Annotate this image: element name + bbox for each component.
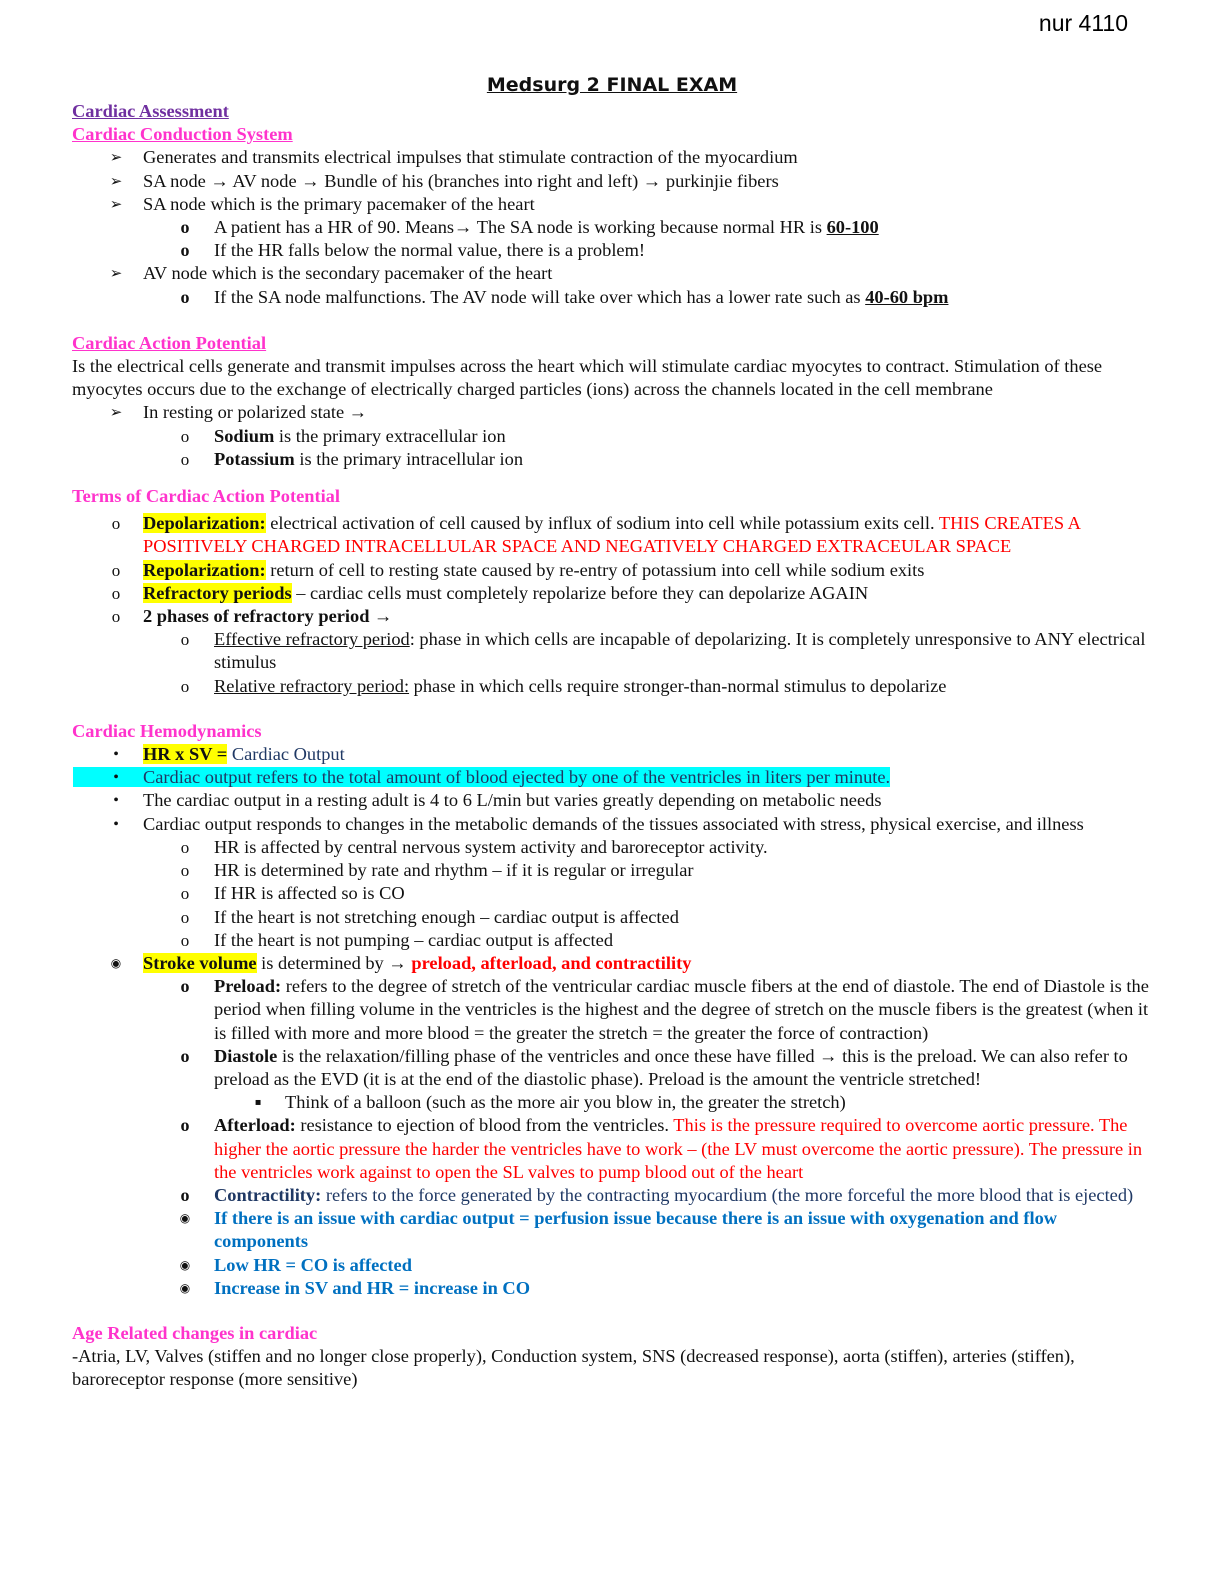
circle-bullet-icon: o: [180, 286, 190, 307]
dot-bullet-icon: •: [113, 792, 119, 810]
list-item: ➢SA node which is the primary pacemaker …: [72, 193, 1152, 216]
circle-bullet-icon: o: [180, 861, 190, 881]
circle-bullet-icon: o: [180, 1045, 190, 1066]
circle-bullet-icon: o: [180, 676, 190, 696]
list-item: ➢Generates and transmits electrical impu…: [72, 146, 1152, 169]
heading-conduction-system: Cardiac Conduction System: [72, 124, 293, 145]
document-body: Cardiac Assessment Cardiac Conduction Sy…: [72, 100, 1152, 1392]
arrow-bullet-icon: ➢: [109, 171, 123, 190]
arrow-bullet-icon: ➢: [109, 194, 123, 213]
ring-bullet-icon: ◉: [179, 1280, 191, 1295]
list-item: ◉Stroke volume is determined by → preloa…: [72, 952, 1152, 975]
av-rate-value: 40-60 bpm: [865, 286, 949, 307]
list-item: ◉Low HR = CO is affected: [72, 1254, 1152, 1277]
circle-bullet-icon: o: [180, 630, 190, 650]
normal-hr-value: 60-100: [826, 217, 879, 238]
course-code: nur 4110: [1038, 10, 1128, 36]
heading-cardiac-assessment: Cardiac Assessment: [72, 101, 229, 121]
ring-bullet-icon: ◉: [179, 1211, 191, 1226]
list-item: ◉Increase in SV and HR = increase in CO: [72, 1277, 1152, 1300]
circle-bullet-icon: o: [180, 907, 190, 927]
heading-action-potential: Cardiac Action Potential: [72, 332, 267, 353]
circle-bullet-icon: o: [111, 607, 121, 627]
document-title: Medsurg 2 FINAL EXAM: [486, 74, 738, 96]
circle-bullet-icon: o: [180, 930, 190, 950]
paragraph: -Atria, LV, Valves (stiffen and no longe…: [72, 1346, 1075, 1390]
list-item: ➢AV node which is the secondary pacemake…: [72, 262, 1152, 285]
ring-bullet-icon: ◉: [110, 955, 122, 970]
circle-bullet-icon: o: [111, 560, 121, 580]
circle-bullet-icon: o: [111, 514, 121, 534]
dot-bullet-icon: •: [113, 769, 119, 787]
square-bullet-icon: ▪: [254, 1097, 262, 1109]
list-item: ▪Think of a balloon (such as the more ai…: [72, 1091, 1152, 1114]
dot-bullet-icon: •: [113, 815, 119, 833]
arrow-bullet-icon: ➢: [109, 148, 123, 167]
circle-bullet-icon: o: [180, 426, 190, 446]
circle-bullet-icon: o: [180, 217, 190, 238]
arrow-bullet-icon: ➢: [109, 403, 123, 422]
list-item: •The cardiac output in a resting adult i…: [72, 789, 1152, 812]
circle-bullet-icon: o: [180, 1115, 190, 1136]
list-item: ◉If there is an issue with cardiac outpu…: [72, 1207, 1152, 1253]
list-item: ➢In resting or polarized state →: [72, 401, 1152, 424]
circle-bullet-icon: o: [180, 1184, 190, 1205]
list-item: •Cardiac output refers to the total amou…: [72, 766, 1152, 789]
list-item: ➢SA node → AV node → Bundle of his (bran…: [72, 170, 1152, 193]
paragraph: Is the electrical cells generate and tra…: [72, 356, 1103, 400]
circle-bullet-icon: o: [180, 240, 190, 261]
circle-bullet-icon: o: [180, 884, 190, 904]
heading-terms-action-potential: Terms of Cardiac Action Potential: [72, 486, 340, 507]
heading-age-related-changes: Age Related changes in cardiac: [72, 1322, 318, 1343]
list-item: •HR x SV = Cardiac Output: [72, 743, 1152, 766]
circle-bullet-icon: o: [180, 976, 190, 997]
circle-bullet-icon: o: [180, 837, 190, 857]
heading-hemodynamics: Cardiac Hemodynamics: [72, 720, 262, 741]
list-item: •Cardiac output responds to changes in t…: [72, 813, 1152, 836]
circle-bullet-icon: o: [111, 583, 121, 603]
circle-bullet-icon: o: [180, 449, 190, 469]
arrow-bullet-icon: ➢: [109, 264, 123, 283]
ring-bullet-icon: ◉: [179, 1257, 191, 1272]
dot-bullet-icon: •: [113, 746, 119, 764]
